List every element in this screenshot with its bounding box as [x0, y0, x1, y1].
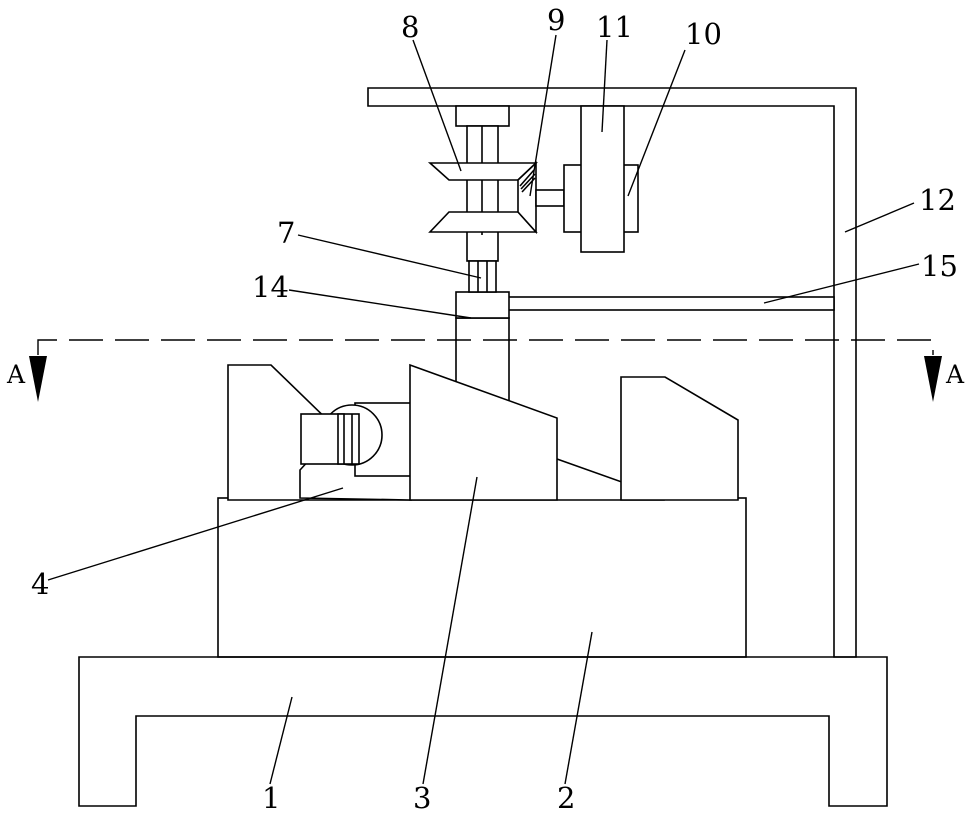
section-arrow-left — [29, 356, 47, 402]
label-9: 9 — [547, 3, 565, 37]
section-arrow-right — [924, 356, 942, 402]
leader-3 — [423, 477, 477, 784]
section-label-left: A — [6, 360, 26, 389]
roller-hub — [338, 414, 359, 464]
motor-shaft — [536, 190, 564, 206]
label-1: 1 — [262, 781, 280, 815]
slider-block — [456, 292, 509, 318]
label-7: 7 — [277, 216, 295, 250]
leader-4 — [48, 488, 343, 580]
label-12: 12 — [919, 183, 956, 217]
label-4: 4 — [31, 567, 49, 601]
label-3: 3 — [413, 781, 431, 815]
leader-15 — [764, 264, 919, 303]
leader-1 — [270, 697, 292, 784]
label-15: 15 — [921, 249, 958, 283]
leader-2 — [565, 632, 592, 784]
main-body-block — [218, 498, 746, 657]
label-10: 10 — [685, 17, 722, 51]
spindle-cap — [456, 106, 509, 126]
leader-7 — [298, 235, 481, 278]
leader-14 — [289, 290, 471, 318]
label-14: 14 — [252, 270, 289, 304]
guide-bar — [507, 297, 834, 310]
label-8: 8 — [401, 10, 419, 44]
leader-9 — [530, 35, 556, 196]
label-11: 11 — [596, 10, 633, 44]
label-2: 2 — [557, 781, 575, 815]
base-frame — [79, 657, 887, 806]
right-support-block — [621, 377, 738, 500]
section-label-right: A — [945, 360, 965, 389]
leader-10 — [628, 50, 685, 196]
